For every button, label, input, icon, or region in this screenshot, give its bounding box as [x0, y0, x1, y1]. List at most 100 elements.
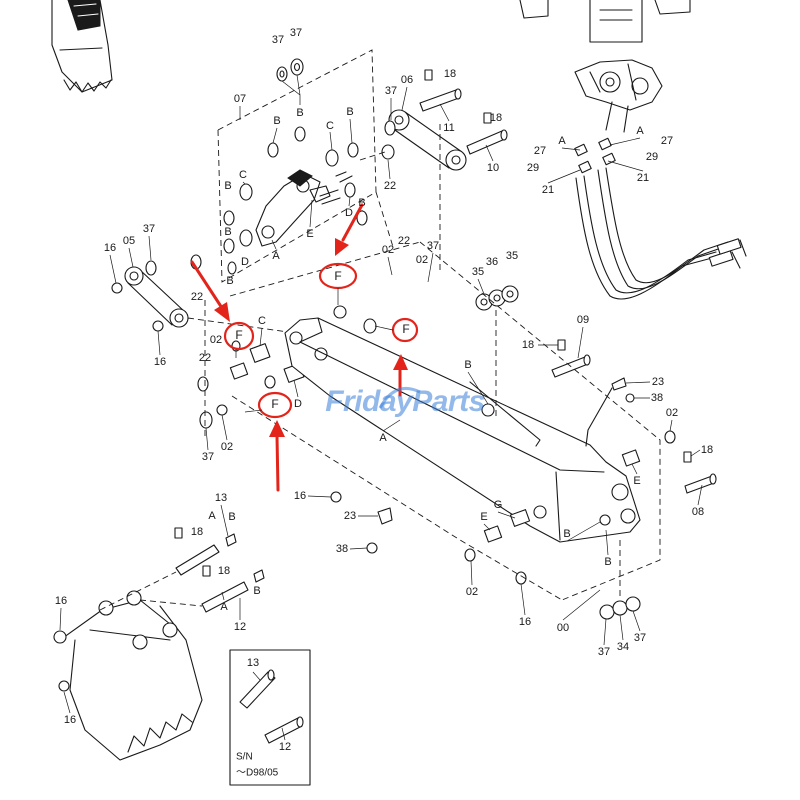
lower-middle-parts	[330, 491, 641, 620]
callout: A	[220, 601, 228, 613]
callout: 08	[692, 506, 704, 518]
callout: B	[604, 556, 611, 568]
callout: A	[272, 250, 280, 262]
callout: D	[294, 398, 302, 410]
inset-part-12: 12	[279, 741, 291, 753]
callout: 37	[143, 223, 155, 235]
callout: 18	[522, 339, 534, 351]
callout: 16	[64, 714, 76, 726]
callout: 18	[191, 526, 203, 538]
pin-08	[683, 451, 717, 494]
marker-f-4: F	[271, 397, 278, 411]
arm-a	[284, 317, 641, 543]
callout: 05	[123, 235, 135, 247]
callout: 16	[519, 616, 531, 628]
bushings-group-07	[223, 126, 368, 275]
callout: 13	[215, 492, 227, 504]
serial-range: ～D98/05	[236, 768, 279, 779]
callout: B	[563, 528, 570, 540]
callout: 16	[104, 242, 116, 254]
callout: 37	[202, 451, 214, 463]
callout: B	[226, 275, 233, 287]
callout: D	[241, 256, 249, 268]
callout: 10	[487, 162, 499, 174]
callout: 29	[527, 162, 539, 174]
pins-12-13	[99, 527, 265, 613]
callout: D	[345, 207, 353, 219]
marker-f-2: F	[334, 269, 341, 283]
callout: 02	[416, 254, 428, 266]
callout: 00	[557, 622, 569, 634]
callout: B	[296, 107, 303, 119]
callout: B	[224, 180, 231, 192]
callout: A	[208, 510, 216, 522]
washers-37-top	[276, 58, 304, 105]
callout: 06	[401, 74, 413, 86]
boom-end-assembly	[574, 59, 663, 133]
callout: 22	[398, 235, 410, 247]
washers-35-36-35	[475, 285, 519, 417]
callout: 18	[218, 565, 230, 577]
group-07-frame	[217, 49, 377, 283]
red-arrow-1	[190, 260, 230, 322]
callout: 07	[234, 93, 246, 105]
pin-09	[551, 339, 591, 378]
callout: 37	[634, 632, 646, 644]
marker-f-1: F	[235, 328, 242, 342]
assembly-lines	[204, 120, 661, 601]
red-arrow-3	[393, 354, 408, 397]
red-arrow-2	[335, 203, 364, 256]
callout: 22	[199, 352, 211, 364]
callout: A	[558, 135, 566, 147]
bushings-arm-left	[197, 305, 377, 429]
hose-fittings	[574, 137, 616, 174]
callout: 18	[701, 444, 713, 456]
callout: 18	[490, 112, 502, 124]
callout: 37	[385, 85, 397, 97]
marker-leaders	[235, 288, 394, 413]
callout: 29	[646, 151, 658, 163]
inset-box	[229, 649, 311, 786]
callout: 18	[444, 68, 456, 80]
callout: B	[273, 115, 280, 127]
callout: 37	[598, 646, 610, 658]
callout: C	[326, 120, 334, 132]
callout: 16	[154, 356, 166, 368]
callout: 27	[661, 135, 673, 147]
inset-part-13: 13	[247, 657, 259, 669]
pin-10	[466, 112, 508, 155]
callout: B	[346, 106, 353, 118]
callout: A	[379, 432, 387, 444]
callout: 35	[506, 250, 518, 262]
callout: 22	[384, 180, 396, 192]
callout: C	[258, 315, 266, 327]
callout: 35	[472, 266, 484, 278]
marker-f-3: F	[402, 322, 409, 336]
bucket-fragment-top	[51, 0, 113, 93]
highlight-ring-1	[223, 321, 255, 351]
highlight-arrows	[190, 203, 408, 492]
upper-link-a	[255, 169, 341, 247]
callout: 38	[336, 543, 348, 555]
pin-11	[419, 69, 462, 112]
callout: B	[224, 226, 231, 238]
callout: E	[480, 511, 487, 523]
highlight-ring-4	[257, 391, 293, 419]
callout: C	[239, 169, 247, 181]
leader-lines	[59, 86, 703, 714]
callout: 21	[637, 172, 649, 184]
callout: 37	[290, 27, 302, 39]
callout: E	[633, 475, 640, 487]
callout: 34	[617, 641, 629, 653]
callout-labels: 37 37 07 37 06 18 11 18 10 B B C B 22 C …	[55, 27, 713, 726]
serial-label: S/N	[236, 752, 253, 763]
callout: 37	[272, 34, 284, 46]
callout: A	[636, 125, 644, 137]
bucket-lower	[53, 590, 203, 761]
callout: B	[464, 359, 471, 371]
watermark-text: FridayParts	[325, 385, 485, 418]
callout: 02	[221, 441, 233, 453]
callout: E	[306, 228, 313, 240]
callout: 23	[652, 376, 664, 388]
